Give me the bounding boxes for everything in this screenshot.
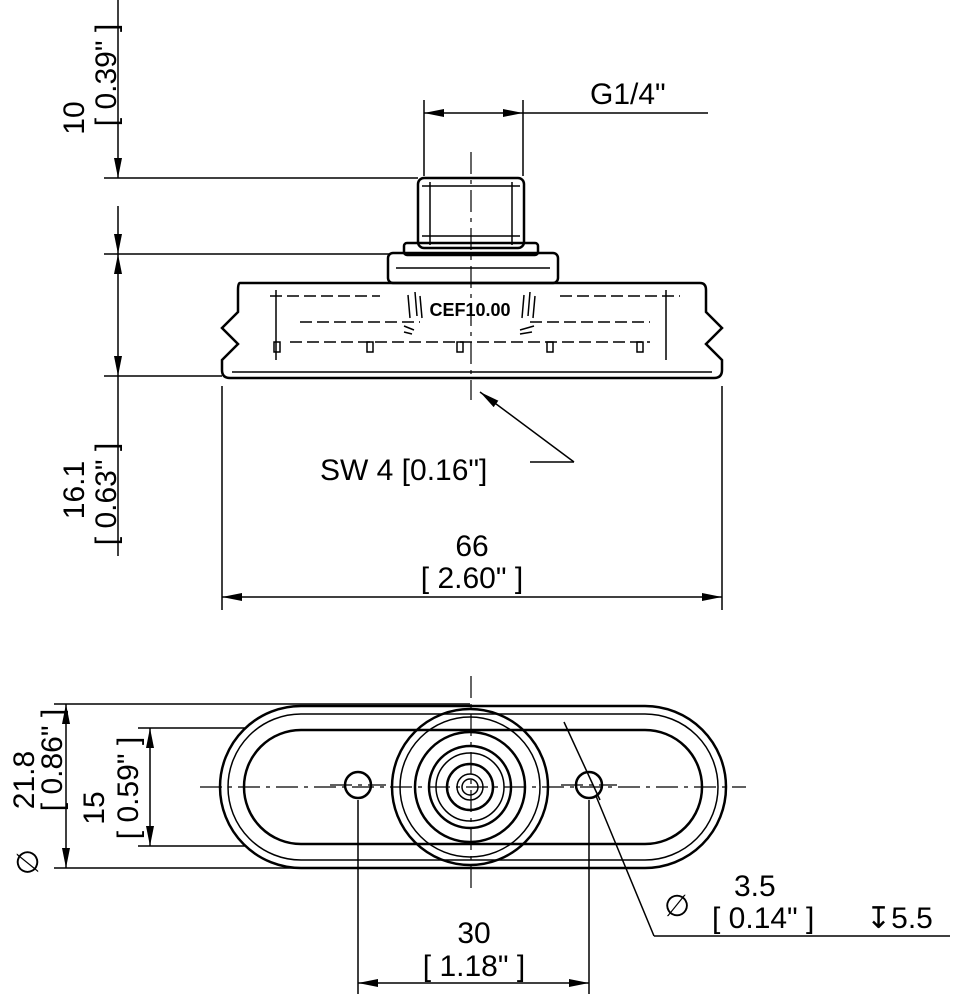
length-dimension: 66 [ 2.60" ] xyxy=(221,386,723,610)
mounting-holes xyxy=(330,770,617,800)
outer-width-dimension: 21.8 [ 0.86" ] ∅ xyxy=(8,703,470,875)
thread-label: G1/4" xyxy=(590,78,666,111)
hex-size-callout: SW 4 [0.16"] xyxy=(320,391,575,487)
hole-spacing-dimension: 30 [ 1.18" ] xyxy=(357,800,590,994)
outer-width-mm: 21.8 xyxy=(8,751,41,809)
length-mm: 66 xyxy=(455,530,488,563)
lower-height-inch: [ 0.63" ] xyxy=(90,443,123,545)
hole-diameter-inch: [ 0.14" ] xyxy=(712,902,814,935)
upper-height-inch: [ 0.39" ] xyxy=(90,24,123,126)
inner-width-mm: 15 xyxy=(78,791,111,824)
lower-height-dimension: 16.1 [ 0.63" ] xyxy=(58,254,123,556)
inner-width-inch: [ 0.59" ] xyxy=(112,737,145,839)
part-marking: CEF10.00 xyxy=(429,300,510,320)
top-view: 21.8 [ 0.86" ] ∅ 15 [ 0.59" ] 30 [ 1.18"… xyxy=(8,676,950,994)
outer-width-inch: [ 0.86" ] xyxy=(36,709,69,811)
hex-nut xyxy=(386,251,560,285)
side-view: CEF10.00 G1/4" 10 [ 0.39" ] 16.1 [ xyxy=(58,0,724,610)
hole-depth: ↧5.5 xyxy=(866,902,933,935)
thread-dimension: G1/4" xyxy=(423,78,708,176)
inner-width-dimension: 15 [ 0.59" ] xyxy=(78,727,246,847)
upper-height-mm: 10 xyxy=(58,101,91,134)
length-inch: [ 2.60" ] xyxy=(421,562,523,595)
hole-spacing-inch: [ 1.18" ] xyxy=(423,950,525,983)
diameter-symbol: ∅ xyxy=(12,849,45,875)
hole-spacing-mm: 30 xyxy=(457,917,490,950)
hex-size-label: SW 4 [0.16"] xyxy=(320,454,487,487)
hole-callout: ∅ 3.5 [ 0.14" ] ↧5.5 xyxy=(563,721,950,937)
upper-height-dimension: 10 [ 0.39" ] xyxy=(58,0,123,254)
hole-diameter-mm: 3.5 xyxy=(734,870,776,903)
lower-height-mm: 16.1 xyxy=(58,461,91,519)
hole-diameter-symbol: ∅ xyxy=(664,890,690,923)
suction-body: CEF10.00 xyxy=(220,281,724,380)
